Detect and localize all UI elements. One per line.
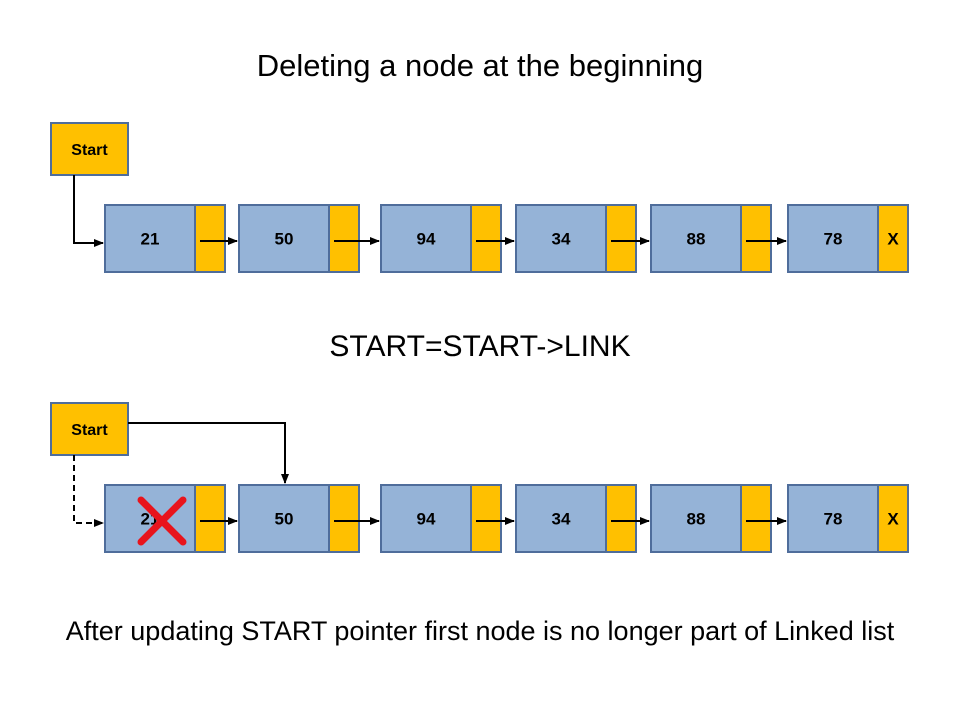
node-link-cell bbox=[877, 204, 909, 273]
node-value: 94 bbox=[417, 510, 436, 529]
node-value: 78 bbox=[824, 230, 843, 249]
node-value: 21 bbox=[141, 230, 160, 249]
node-value: 88 bbox=[687, 510, 706, 529]
list-node: 21 bbox=[104, 484, 238, 553]
node-link-cell bbox=[470, 204, 502, 273]
list-node: 50 bbox=[238, 204, 380, 273]
null-marker: X bbox=[887, 230, 899, 249]
node-link-cell bbox=[194, 204, 226, 273]
after-list: 21 50 94 34 88 78 X Start bbox=[50, 402, 909, 553]
node-value: 50 bbox=[275, 230, 294, 249]
node-data-cell bbox=[380, 204, 472, 273]
node-link-cell bbox=[194, 484, 226, 553]
list-node: 50 bbox=[238, 484, 380, 553]
node-link-cell bbox=[328, 484, 360, 553]
node-value: 88 bbox=[687, 230, 706, 249]
node-value: 78 bbox=[824, 510, 843, 529]
before-list: 21 50 94 34 88 78 X Start bbox=[50, 122, 909, 273]
node-link-cell bbox=[605, 204, 637, 273]
old-start-arrow bbox=[73, 455, 104, 527]
start-pointer: Start bbox=[50, 122, 129, 247]
new-start-arrow bbox=[128, 422, 289, 484]
null-marker: X bbox=[887, 510, 899, 529]
node-data-cell bbox=[650, 204, 742, 273]
list-node: 88 bbox=[650, 204, 787, 273]
start-pointer: Start bbox=[50, 402, 289, 527]
node-link-cell bbox=[740, 484, 772, 553]
update-formula: START=START->LINK bbox=[329, 330, 631, 363]
node-link-cell bbox=[605, 484, 637, 553]
node-link-cell bbox=[740, 204, 772, 273]
node-value: 34 bbox=[552, 510, 571, 529]
node-value: 94 bbox=[417, 230, 436, 249]
diagram-caption: After updating START pointer first node … bbox=[65, 616, 895, 646]
list-node: 88 bbox=[650, 484, 787, 553]
list-node: 34 bbox=[515, 484, 650, 553]
list-node: 21 bbox=[104, 204, 238, 273]
node-value: 50 bbox=[275, 510, 294, 529]
node-data-cell bbox=[650, 484, 742, 553]
start-label: Start bbox=[71, 422, 108, 439]
start-box bbox=[50, 402, 129, 456]
start-box bbox=[50, 122, 129, 176]
list-node: 34 bbox=[515, 204, 650, 273]
node-link-cell bbox=[470, 484, 502, 553]
page-title: Deleting a node at the beginning bbox=[256, 48, 704, 83]
node-value: 34 bbox=[552, 230, 571, 249]
list-node: 94 bbox=[380, 204, 515, 273]
node-data-cell bbox=[238, 204, 330, 273]
start-arrow bbox=[73, 175, 104, 247]
node-link-cell bbox=[877, 484, 909, 553]
node-link-cell bbox=[328, 204, 360, 273]
node-data-cell bbox=[787, 484, 879, 553]
list-node: 78 X bbox=[787, 204, 909, 273]
start-label: Start bbox=[71, 142, 108, 159]
node-data-cell bbox=[104, 204, 196, 273]
deleted-cross-icon bbox=[137, 496, 187, 546]
list-node: 78 X bbox=[787, 484, 909, 553]
node-data-cell bbox=[380, 484, 472, 553]
node-data-cell bbox=[515, 484, 607, 553]
node-data-cell bbox=[515, 204, 607, 273]
list-node: 94 bbox=[380, 484, 515, 553]
